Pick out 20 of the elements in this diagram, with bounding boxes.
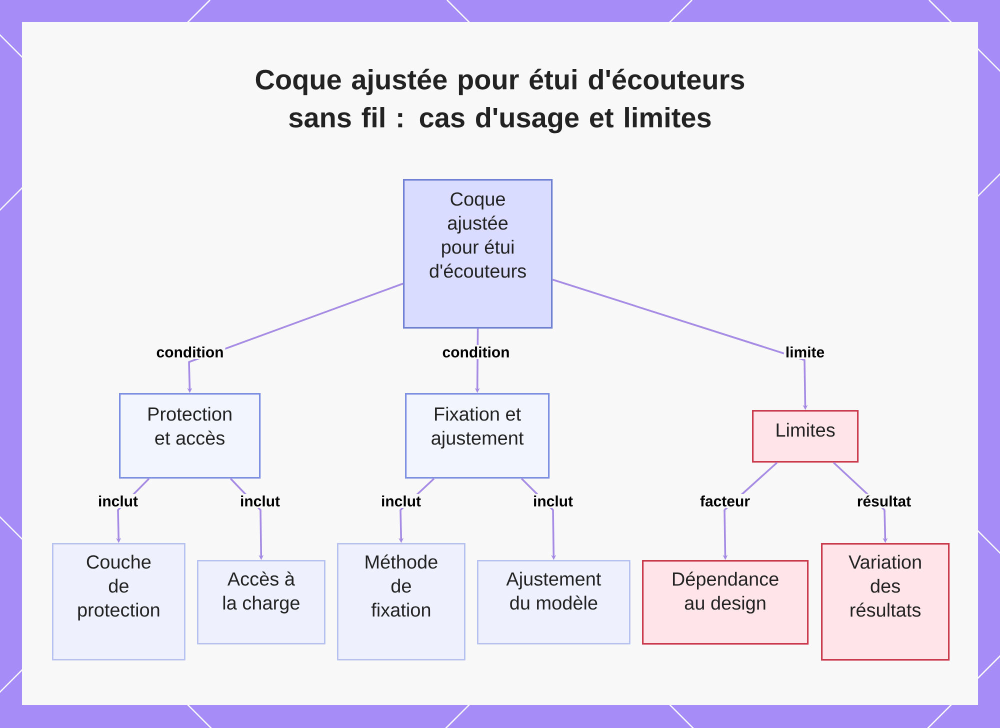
concept-box: Protection et accès	[119, 393, 261, 479]
concept-box: Méthode de fixation	[337, 543, 466, 660]
title: Coque ajustée pour étui d'écouteurs sans fil : cas d'usage et limites	[256, 68, 744, 134]
edge-label: condition	[440, 345, 512, 360]
concept-box: Accès à la charge	[197, 560, 326, 644]
concept-box: Dépendance au design	[642, 560, 809, 645]
edge-label: inclut	[380, 494, 422, 508]
edge-label: inclut	[532, 494, 574, 508]
edge-label: condition	[154, 345, 226, 360]
concept-box: Variation des résultats	[821, 543, 950, 661]
edge-label: résultat	[855, 494, 913, 508]
concept-box: Coque ajustée pour étui d'écouteurs	[403, 179, 553, 329]
concept-box: Couche de protection	[52, 543, 186, 660]
edge-label: inclut	[238, 494, 282, 508]
concept-box: Limites	[752, 410, 859, 463]
edge-label: limite	[784, 345, 826, 360]
concept-box: Fixation et ajustement	[405, 393, 550, 479]
edge-label: inclut	[96, 494, 140, 508]
edge-label: facteur	[698, 494, 752, 508]
concept-box: Ajustement du modèle	[477, 560, 630, 644]
